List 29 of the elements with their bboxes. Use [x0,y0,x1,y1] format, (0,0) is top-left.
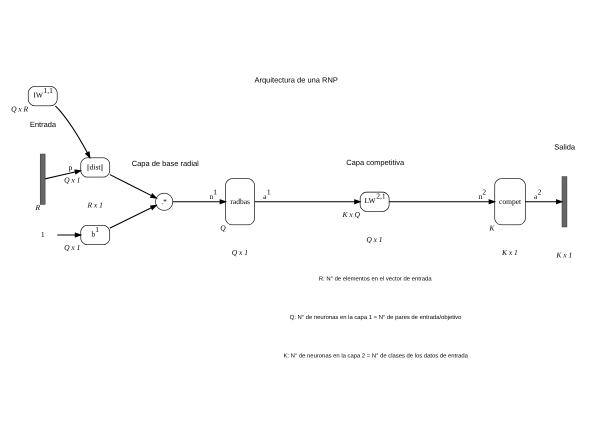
node-label: Q [220,222,226,232]
arrow [525,198,564,204]
label: Q x 1 [232,248,248,257]
node-bar [40,153,46,204]
arrow [389,198,496,204]
node-text: 1 [40,230,45,238]
node-box: radbas [225,178,255,225]
arrow [254,198,362,204]
label: K x 1 [502,248,518,257]
arrow [54,104,91,159]
label: Q x 1 [366,234,383,244]
arrow [172,198,228,204]
node-label: Q x 1 [64,175,80,184]
node-box: ||dist|| [80,156,110,177]
label: R x 1 [87,200,103,210]
node-box: compet [494,178,526,225]
node-circle: .* [155,192,174,210]
label: K x 1 [556,250,572,259]
edge-label: p [68,162,72,172]
node-label: Q x R [11,104,28,113]
arrow [110,174,158,198]
arrow [57,232,82,238]
node-label: R [35,202,40,212]
node-label: K x Q [342,209,360,218]
node-label: K [489,222,494,232]
arrow [45,168,82,179]
node-bar [562,176,568,227]
arrow [110,204,158,228]
node-label: Q x 1 [64,242,80,252]
